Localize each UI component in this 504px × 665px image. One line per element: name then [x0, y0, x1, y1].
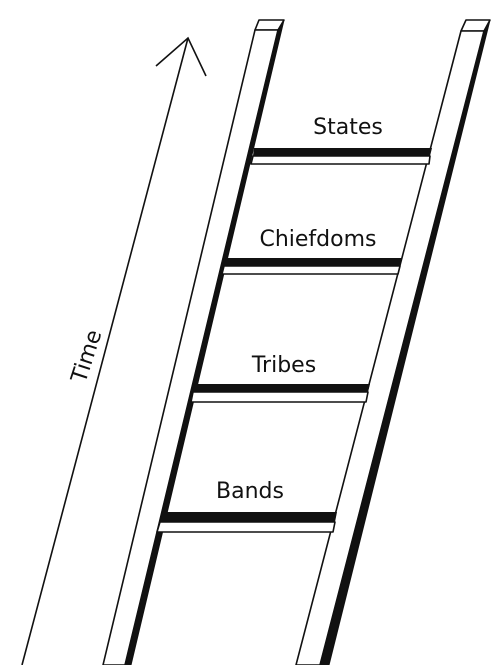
rung-shadow-face	[253, 148, 432, 156]
rung-front-face	[157, 522, 335, 532]
rung-shadow-face	[160, 512, 337, 522]
ladder-rung	[222, 258, 402, 274]
ladder-rung	[157, 512, 337, 532]
time-arrow-shaft	[22, 38, 188, 665]
up-arrow-icon	[156, 38, 206, 76]
rung-front-face	[251, 156, 430, 164]
rung-label-bands: Bands	[216, 479, 284, 504]
rung-shadow-face	[224, 258, 402, 266]
ladder-rung	[251, 148, 432, 164]
rung-label-states: States	[313, 115, 383, 140]
time-label: Time	[67, 327, 108, 387]
rung-shadow-face	[193, 384, 370, 392]
left-rail-side-face	[125, 20, 284, 665]
rung-label-chiefdoms: Chiefdoms	[259, 227, 376, 252]
rung-front-face	[191, 392, 368, 402]
rung-front-face	[222, 266, 400, 274]
left-rail-front-face	[103, 30, 278, 665]
rung-label-tribes: Tribes	[251, 353, 316, 378]
ladder-left-rail	[103, 20, 284, 665]
ladder-rung	[191, 384, 370, 402]
